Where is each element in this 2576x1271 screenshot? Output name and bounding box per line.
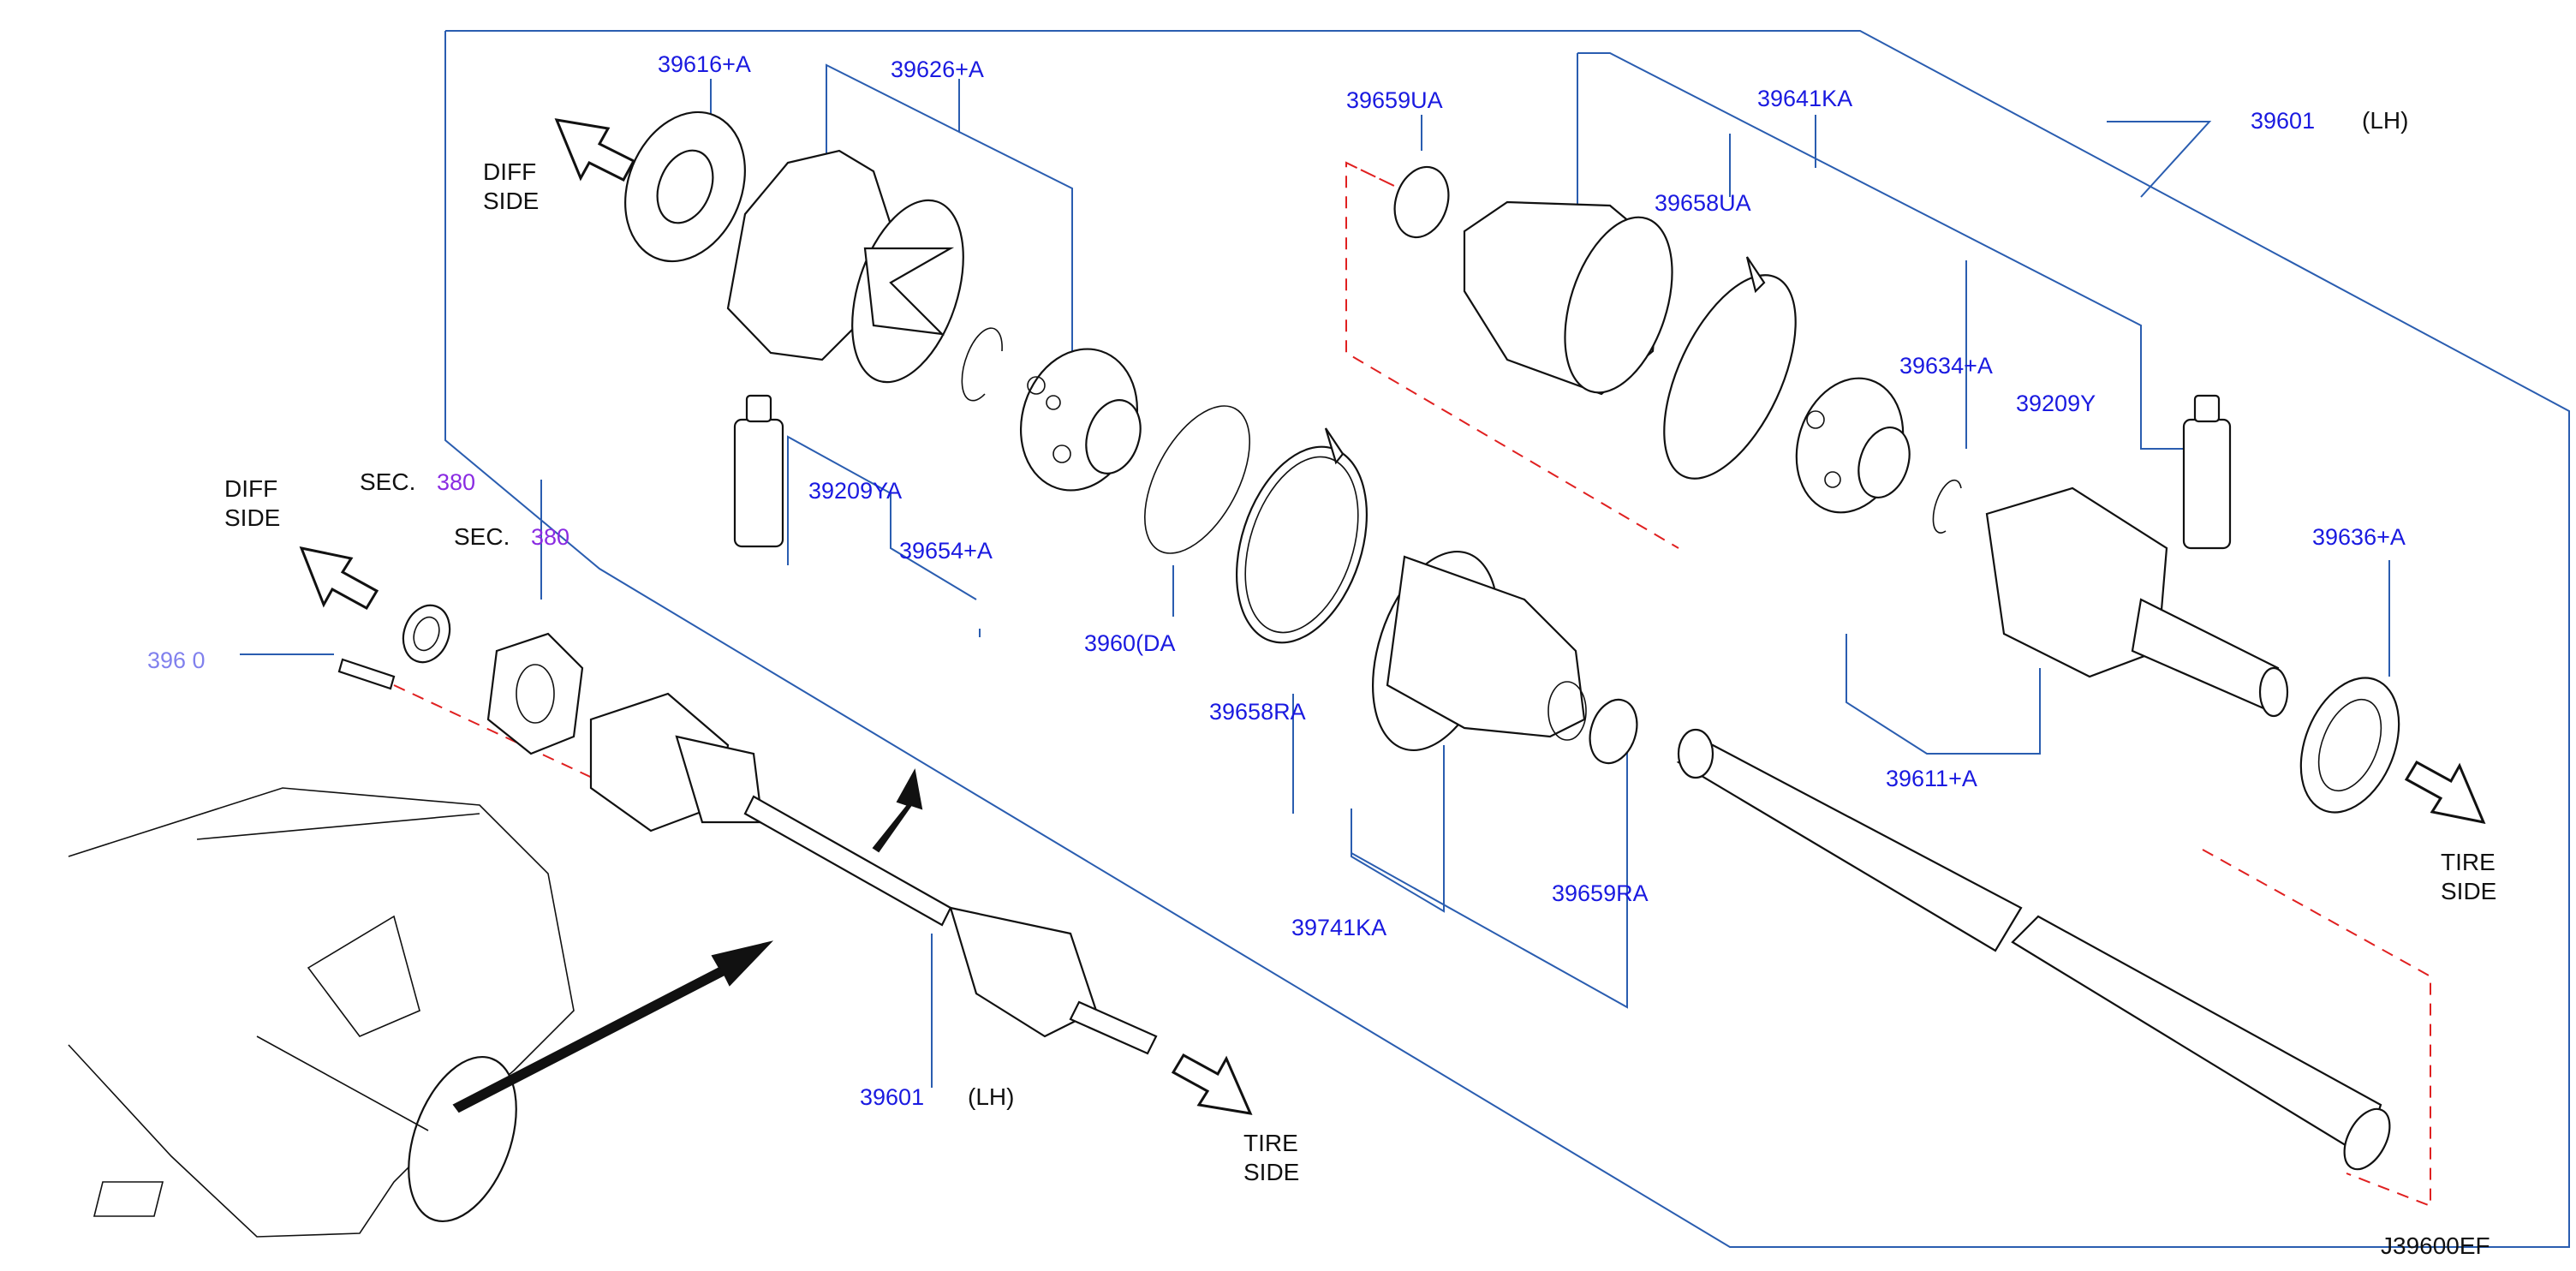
label-39659ra[interactable]: 39659RA <box>1552 880 1649 906</box>
arrow-upper-shaft <box>872 768 923 853</box>
inner-race-39634a <box>1795 377 1911 514</box>
label-39658ua[interactable]: 39658UA <box>1655 190 1751 216</box>
tire-side-right-line1: TIRE <box>2441 849 2496 875</box>
label-39658ra[interactable]: 39658RA <box>1209 699 1306 725</box>
label-39634a[interactable]: 39634+A <box>1899 353 1993 379</box>
seal-39636a <box>2299 677 2400 814</box>
sec-ref-2-link[interactable]: 380 <box>531 524 569 550</box>
boot-39641ka <box>1463 200 1673 396</box>
label-lh-top: (LH) <box>2362 107 2408 134</box>
leader-lines <box>240 52 2390 1088</box>
snap-ring-39654a <box>961 327 1003 402</box>
assembly-frame <box>444 30 2570 1248</box>
label-39209ya[interactable]: 39209YA <box>808 478 902 504</box>
tire-side-bottom-line2: SIDE <box>1243 1159 1299 1185</box>
label-39641ka[interactable]: 39641KA <box>1757 86 1852 111</box>
arrow-tire-side-right <box>2404 760 2486 825</box>
arrow-diff-side-left <box>299 546 379 611</box>
diff-side-top-line1: DIFF <box>483 158 536 185</box>
shaft <box>1676 728 2391 1171</box>
diff-side-top-line2: SIDE <box>483 188 539 214</box>
housing-39626a <box>726 149 964 384</box>
oring-39600a <box>1144 405 1250 554</box>
label-39600a[interactable]: 3960(DA <box>1084 630 1176 656</box>
flange-sec380 <box>486 632 584 755</box>
cutline-upper <box>1345 161 1679 549</box>
band-39658ua <box>1663 256 1797 480</box>
diff-side-left-line2: SIDE <box>224 504 280 531</box>
label-39659ua[interactable]: 39659UA <box>1346 87 1443 113</box>
grease-tube-39209ya <box>733 394 784 548</box>
label-39601-top[interactable]: 39601 <box>2251 108 2315 134</box>
cutline-lower <box>2202 849 2431 1208</box>
bolt <box>337 658 396 690</box>
arrow-diff-side-top <box>554 118 636 182</box>
label-39626a[interactable]: 39626+A <box>891 57 984 82</box>
tire-side-bottom-line1: TIRE <box>1243 1130 1298 1156</box>
label-39741ka[interactable]: 39741KA <box>1291 915 1386 940</box>
sec-ref-1-prefix: SEC. <box>360 468 415 495</box>
band-39659ua <box>1393 165 1450 239</box>
band-39658ra <box>1235 427 1368 644</box>
grease-tube-39209y <box>2182 394 2232 550</box>
sec-ref-1-link[interactable]: 380 <box>437 469 475 495</box>
label-39601-bottom[interactable]: 39601 <box>860 1084 924 1110</box>
band-39659ra <box>1589 698 1638 765</box>
tire-side-right-line2: SIDE <box>2441 878 2496 904</box>
outer-joint-39611a <box>1985 486 2289 718</box>
boot-39741ka <box>1371 550 1587 752</box>
label-lh-bottom: (LH) <box>968 1083 1014 1110</box>
sec-ref-2-prefix: SEC. <box>454 523 510 550</box>
cutline-left <box>393 684 600 782</box>
label-39616a[interactable]: 39616+A <box>658 51 751 77</box>
oil-seal-sec380 <box>402 604 451 664</box>
diagram-code: J39600EF <box>2381 1232 2490 1259</box>
diff-side-left-line1: DIFF <box>224 475 277 502</box>
car-location-view <box>68 787 575 1238</box>
arrow-tire-side-bottom <box>1171 1053 1253 1115</box>
half-shaft-39601 <box>589 692 1158 1055</box>
snap-ring <box>1932 479 1962 534</box>
arrow-location <box>452 940 774 1113</box>
label-39654a[interactable]: 39654+A <box>899 538 993 564</box>
label-39611a[interactable]: 39611+A <box>1886 766 1977 791</box>
label-3960-left[interactable]: 396 0 <box>147 647 206 673</box>
label-39636a[interactable]: 39636+A <box>2312 524 2406 550</box>
label-39209y[interactable]: 39209Y <box>2016 391 2096 416</box>
inner-race <box>1019 348 1142 492</box>
